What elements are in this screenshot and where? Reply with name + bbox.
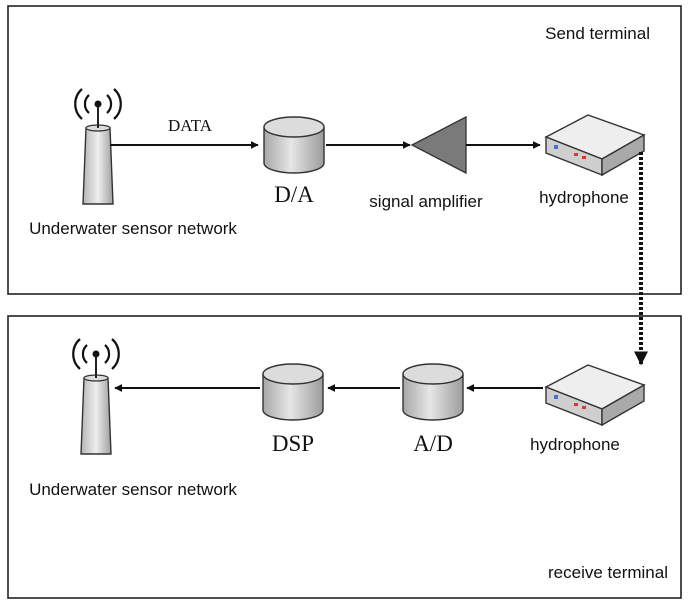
- receive-hydrophone-label: hydrophone: [530, 435, 620, 454]
- amplifier-label: signal amplifier: [369, 192, 483, 211]
- send-sensor-label: Underwater sensor network: [29, 219, 237, 238]
- ad-converter-icon: [402, 363, 464, 421]
- send-hydrophone-label: hydrophone: [539, 188, 629, 207]
- receive-terminal-title: receive terminal: [548, 563, 668, 582]
- da-label: D/A: [274, 182, 314, 207]
- receive-terminal-panel: [7, 315, 682, 599]
- send-terminal-title: Send terminal: [545, 24, 650, 43]
- dsp-icon: [262, 363, 324, 421]
- receive-sensor-label: Underwater sensor network: [29, 480, 237, 499]
- ad-label: A/D: [413, 431, 453, 456]
- data-label: DATA: [168, 116, 213, 135]
- dsp-label: DSP: [272, 431, 314, 456]
- da-converter-icon: [263, 116, 325, 174]
